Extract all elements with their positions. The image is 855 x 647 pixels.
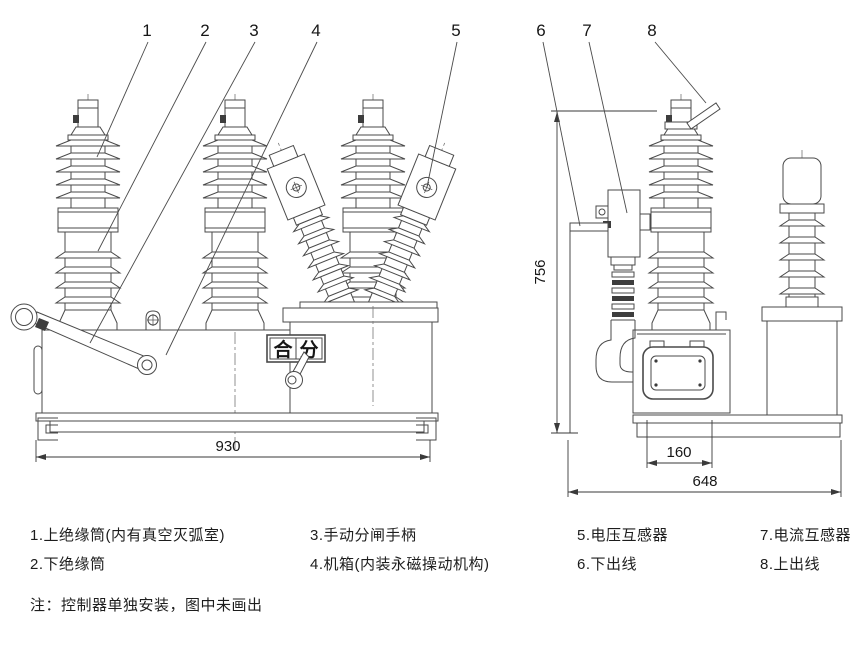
- callout-1: 1: [142, 21, 151, 40]
- part-label-6: 6.下出线: [577, 556, 638, 573]
- callout-6: 6: [536, 21, 545, 40]
- part-label-7: 7.电流互感器: [760, 527, 852, 544]
- dimension-930-value: 930: [215, 438, 240, 455]
- dimension-total-height: 756: [532, 110, 657, 434]
- flexible-conduit: [595, 256, 636, 383]
- mechanism-box-lip: [282, 307, 439, 323]
- base-frame-front: [35, 412, 439, 441]
- dimension-front-width: 930: [35, 438, 431, 462]
- callout-5: 5: [451, 21, 460, 40]
- front-view: 合 分 930: [10, 93, 464, 462]
- pole-insulator-side: [648, 93, 714, 336]
- callout-leaders: 1 2 3 4 5 6 7 8: [89, 21, 707, 356]
- pole-insulator-b: [202, 93, 268, 336]
- indicator-close-label: 合: [273, 338, 293, 361]
- dimension-mech-width: 160: [646, 420, 713, 468]
- box-hook: [715, 311, 727, 330]
- callout-2: 2: [200, 21, 209, 40]
- part-label-3: 3.手动分闸手柄: [310, 527, 417, 544]
- side-slot: [33, 345, 43, 395]
- pole-mount-plate: [299, 301, 438, 309]
- side-view: 756 160 648: [532, 93, 843, 497]
- part-label-8: 8.上出线: [760, 556, 821, 573]
- dimension-160-value: 160: [666, 444, 691, 461]
- dimension-756-value: 756: [532, 259, 549, 284]
- callout-3: 3: [249, 21, 258, 40]
- part-label-2: 2.下绝缘筒: [30, 556, 106, 573]
- drawing-note: 注：控制器单独安装，图中未画出: [30, 597, 263, 614]
- open-close-indicator: 合 分: [266, 334, 326, 389]
- mechanism-box-side: [632, 311, 731, 414]
- base-frame-side: [632, 414, 843, 438]
- manual-trip-handle: [10, 303, 157, 375]
- part-label-5: 5.电压互感器: [577, 527, 669, 544]
- dimension-648-value: 648: [692, 473, 717, 490]
- callout-7: 7: [582, 21, 591, 40]
- lifting-eye: [143, 310, 163, 331]
- upper-outlet-rod: [686, 102, 721, 130]
- part-label-4: 4.机箱(内装永磁操动机构): [310, 556, 490, 573]
- side-column-insulator: [761, 150, 843, 420]
- part-label-1: 1.上绝缘筒(内有真空灭弧室): [30, 527, 226, 544]
- dimension-side-width: 648: [567, 440, 842, 497]
- pole-insulator-a: [55, 93, 121, 336]
- lower-outlet-plate: [569, 222, 609, 433]
- terminal-collar: [664, 121, 698, 130]
- callout-8: 8: [647, 21, 656, 40]
- callout-4: 4: [311, 21, 320, 40]
